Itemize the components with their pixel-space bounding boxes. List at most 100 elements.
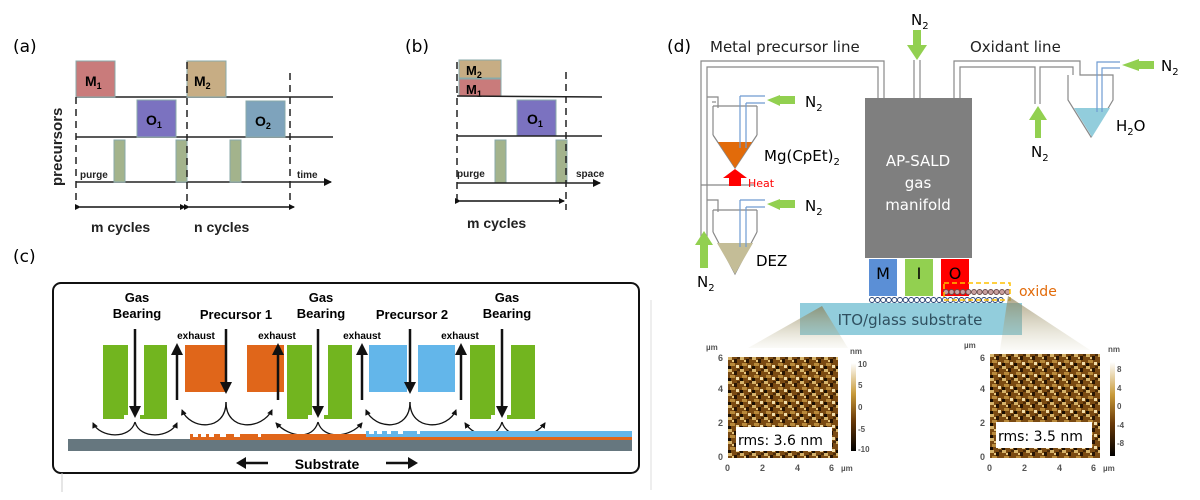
svg-text:4: 4 bbox=[1117, 384, 1122, 393]
oxide-atom bbox=[954, 289, 961, 295]
pulse-m1 bbox=[75, 60, 116, 98]
panel-b-label: (b) bbox=[405, 37, 429, 57]
oxide-atom bbox=[965, 289, 972, 295]
svg-text:5: 5 bbox=[858, 381, 863, 390]
gas-bearing-head bbox=[470, 345, 535, 419]
atom bbox=[874, 297, 881, 303]
purge-label: purge bbox=[457, 169, 485, 180]
time-label: time bbox=[297, 170, 318, 181]
panel-a: (a) precursors M1 O1 M2 O2 purge time m … bbox=[13, 37, 333, 235]
precursor-1-film bbox=[190, 434, 632, 440]
channel-metal bbox=[869, 259, 897, 296]
n2-arrow-icon bbox=[1122, 59, 1154, 71]
oxide-atom bbox=[993, 289, 1000, 295]
colorbar bbox=[851, 363, 856, 451]
zoom-cone bbox=[1000, 296, 1090, 350]
dez-bubbler bbox=[712, 199, 765, 276]
pulse-o1 bbox=[136, 99, 177, 138]
panel-c-label: (c) bbox=[13, 247, 36, 267]
atom bbox=[885, 297, 892, 303]
atom bbox=[891, 297, 898, 303]
svg-text:nm: nm bbox=[850, 347, 862, 356]
pulse-o1 bbox=[516, 99, 557, 137]
oxide-region bbox=[943, 282, 1011, 301]
svg-text:0: 0 bbox=[725, 463, 730, 473]
m-cycles-label: m cycles bbox=[467, 215, 526, 231]
exhaust-label: exhaust bbox=[258, 331, 296, 342]
exhaust-label: exhaust bbox=[441, 331, 479, 342]
oxide-atom bbox=[971, 289, 977, 295]
atom bbox=[869, 297, 875, 303]
metal-baseline bbox=[456, 95, 603, 98]
head-label: Bearing bbox=[483, 306, 531, 321]
svg-text:0: 0 bbox=[980, 452, 985, 462]
channel-label: O bbox=[949, 264, 962, 283]
atom bbox=[908, 297, 915, 303]
zoom-cone bbox=[748, 306, 848, 348]
channel-inert bbox=[905, 259, 933, 296]
atom-layer bbox=[869, 289, 1011, 303]
oxide-atom bbox=[982, 289, 989, 295]
y-axis-label: precursors bbox=[49, 108, 66, 186]
n2-label: N2 bbox=[805, 197, 823, 218]
exhaust-label: exhaust bbox=[177, 331, 215, 342]
oxidant-line-label: Oxidant line bbox=[970, 38, 1061, 56]
panel-b: (b) M2 M1 O1 purge space m cycles bbox=[405, 37, 605, 231]
purge-pulse bbox=[175, 139, 188, 183]
manifold-label: AP-SALD bbox=[886, 152, 950, 170]
oxide-label: oxide bbox=[1019, 284, 1057, 300]
mg-bubbler bbox=[712, 95, 765, 170]
atom bbox=[930, 297, 937, 303]
panel-d: (d) Metal precursor line Oxidant line bbox=[667, 11, 1179, 350]
purge-pulse bbox=[494, 139, 507, 184]
exhaust-label: exhaust bbox=[343, 331, 381, 342]
n2-arrow-icon bbox=[767, 95, 795, 106]
dez-label: DEZ bbox=[756, 252, 787, 270]
purge-label: purge bbox=[80, 170, 108, 181]
svg-text:10: 10 bbox=[858, 360, 867, 369]
pulse-m2-label: M2 bbox=[194, 73, 211, 91]
gas-bearing-head bbox=[287, 345, 352, 419]
svg-text:0: 0 bbox=[858, 403, 863, 412]
pulse-m1-label: M1 bbox=[466, 82, 482, 99]
metal-line-label: Metal precursor line bbox=[710, 38, 860, 56]
n2-label: N2 bbox=[911, 11, 929, 32]
panel-d-label: (d) bbox=[667, 37, 691, 57]
head-label: Gas bbox=[309, 290, 334, 305]
n2-label: N2 bbox=[1161, 57, 1179, 78]
rms-box bbox=[996, 422, 1092, 448]
n2-label: N2 bbox=[1031, 143, 1049, 164]
oxide-atom bbox=[948, 289, 955, 295]
svg-text:6: 6 bbox=[980, 353, 985, 363]
substrate-label: ITO/glass substrate bbox=[838, 311, 983, 329]
head-label: Gas bbox=[125, 290, 150, 305]
colorbar bbox=[1110, 362, 1115, 456]
rms-box bbox=[736, 427, 832, 451]
atom bbox=[897, 297, 903, 303]
ito-substrate bbox=[800, 303, 1022, 335]
atom bbox=[880, 297, 887, 303]
atom bbox=[913, 297, 920, 303]
svg-text:2: 2 bbox=[980, 418, 985, 428]
head-label: Bearing bbox=[297, 306, 345, 321]
gas-manifold bbox=[865, 98, 972, 258]
space-label: space bbox=[576, 169, 605, 180]
n2-arrow-icon bbox=[907, 30, 927, 60]
channel-label: I bbox=[917, 264, 922, 283]
svg-text:8: 8 bbox=[1117, 365, 1122, 374]
svg-text:2: 2 bbox=[718, 418, 723, 428]
manifold-label: gas bbox=[905, 174, 932, 192]
head-label: Bearing bbox=[113, 306, 161, 321]
panel-a-label: (a) bbox=[13, 37, 37, 57]
atom bbox=[902, 297, 909, 303]
pulse-o2-label: O2 bbox=[255, 113, 271, 131]
oxide-atom bbox=[959, 289, 966, 295]
svg-text:6: 6 bbox=[1091, 463, 1096, 473]
atom bbox=[919, 297, 926, 303]
svg-text:6: 6 bbox=[718, 353, 723, 363]
oxide-atom bbox=[987, 289, 994, 295]
pulse-m1-label: M1 bbox=[85, 73, 102, 91]
gas-bearing-head bbox=[103, 345, 167, 419]
mg-precursor-label: Mg(CpEt)2 bbox=[764, 147, 840, 168]
